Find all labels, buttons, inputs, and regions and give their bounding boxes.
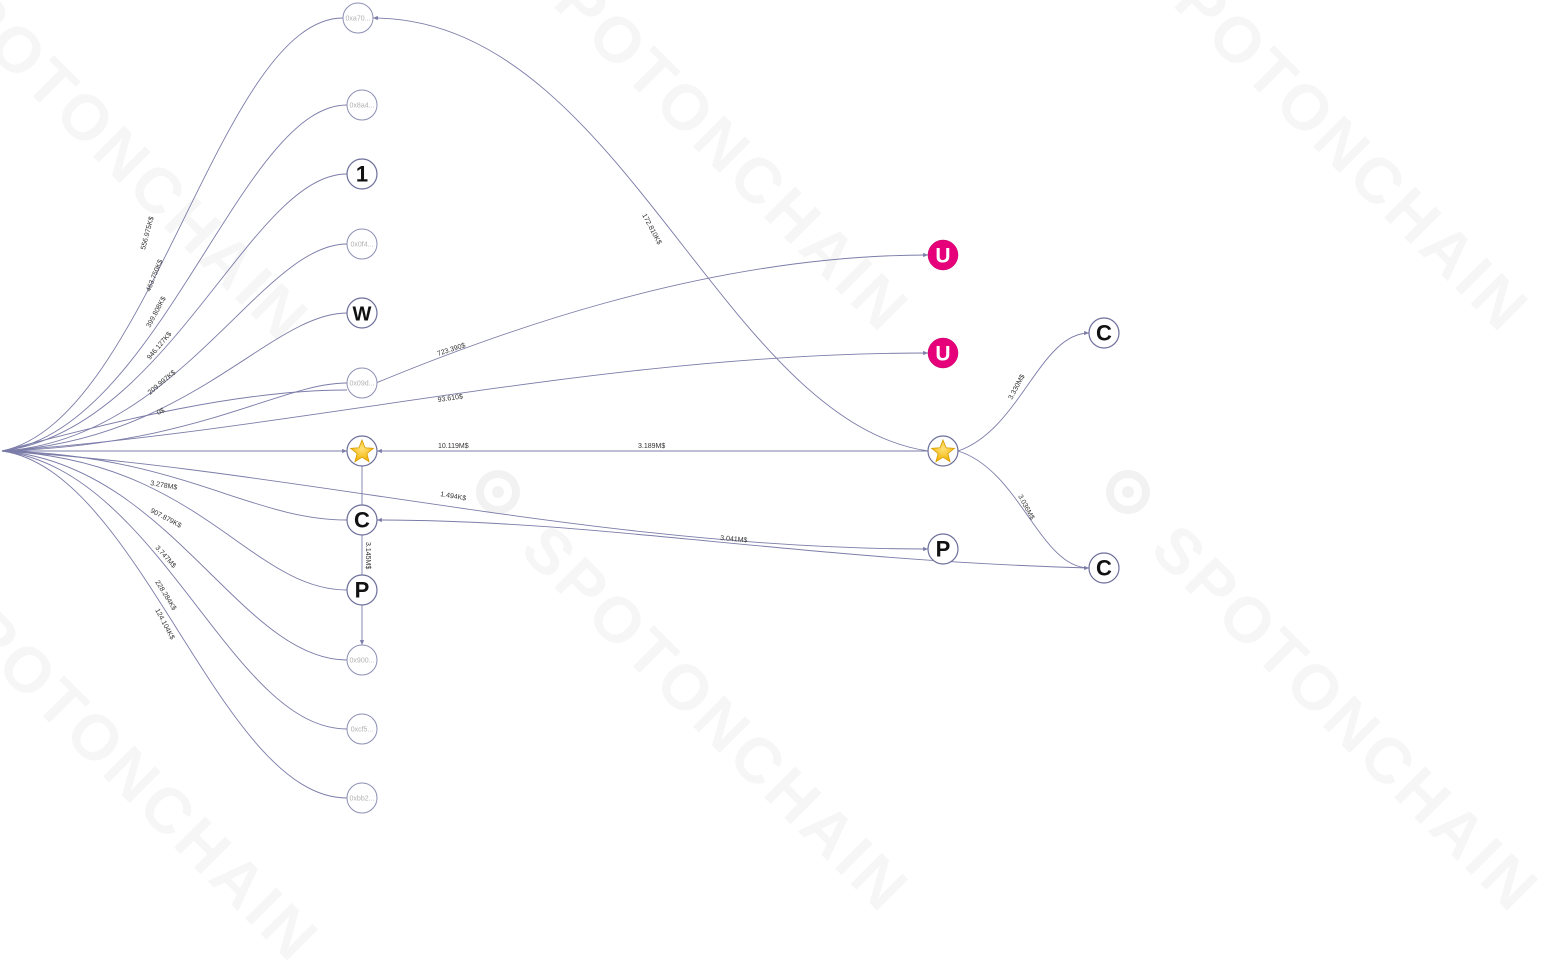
- address-label: 0x900...: [350, 658, 375, 665]
- node-n-star-r[interactable]: [927, 435, 959, 467]
- edge-n_star_r-to-n_c_r1[interactable]: [957, 330, 1090, 452]
- node-n-w[interactable]: W: [346, 297, 378, 329]
- address-label: 0x8a4...: [350, 103, 375, 110]
- edge-amount-label: 3.330M$: [1008, 374, 1027, 401]
- node-n-c-r2[interactable]: C: [1088, 552, 1120, 584]
- node-circle: [346, 367, 378, 399]
- address-label: 0xcf5...: [351, 727, 374, 734]
- edge-n_x09d-to-n_u1[interactable]: [375, 252, 929, 384]
- node-circle: [346, 297, 378, 329]
- node-n-x8a4[interactable]: 0x8a4...: [346, 89, 378, 121]
- node-circle: [346, 782, 378, 814]
- edge-hub-to-n_x09d[interactable]: [1, 389, 348, 452]
- entity-logo-label: C: [354, 508, 370, 533]
- edge-amount-label: 907.879K$: [149, 508, 182, 530]
- address-label: 0xbb2...: [350, 796, 375, 803]
- edge-amount-label: 10.119M$: [438, 443, 469, 450]
- edge-amount-label: 1.494K$: [440, 491, 467, 502]
- edge-hub-to-n_u2[interactable]: [1, 350, 929, 452]
- edge-hub-to-n_x900[interactable]: [1, 450, 348, 661]
- node-n-one[interactable]: 1: [346, 158, 378, 190]
- entity-logo-label: W: [353, 304, 372, 326]
- node-circle: [346, 158, 378, 190]
- node-n-p-l[interactable]: P: [346, 574, 378, 606]
- node-n-p-r[interactable]: P: [927, 533, 959, 565]
- edge-amount-label: 228.284K$: [153, 579, 177, 612]
- edge-amount-label: 3.145M$: [364, 542, 371, 569]
- node-circle: [927, 337, 959, 369]
- edge-amount-label: 209.997K$: [147, 369, 178, 396]
- edge-amount-label: 463.750K$: [145, 259, 164, 293]
- edge-amount-label: 3.041M$: [720, 535, 748, 544]
- node-circle: [346, 574, 378, 606]
- edge-amount-label: 3.036M$: [1016, 494, 1035, 521]
- edge-hub-to-n_p_r[interactable]: [1, 450, 929, 552]
- edge-amount-label: 3.189M$: [638, 443, 665, 450]
- node-circle: [1088, 552, 1120, 584]
- edge-amount-label: 556.975K$: [140, 216, 156, 251]
- node-n-x0f4[interactable]: 0x0f4...: [346, 228, 378, 260]
- edge-hub-to-n_xa70[interactable]: [1, 17, 344, 452]
- entity-logo-label: C: [1096, 556, 1112, 581]
- uniswap-icon: U: [935, 343, 950, 366]
- node-circle: [346, 228, 378, 260]
- edge-amount-label: 723.390$: [436, 342, 466, 358]
- edge-hub-to-n_p_l[interactable]: [1, 450, 348, 591]
- node-n-xa70[interactable]: 0xa70...: [342, 2, 374, 34]
- node-n-c-r1[interactable]: C: [1088, 317, 1120, 349]
- entity-logo-label: P: [936, 537, 951, 562]
- entity-logo-label: P: [355, 578, 370, 603]
- address-label: 0x0f4...: [351, 242, 374, 249]
- node-n-c-l[interactable]: C: [346, 504, 378, 536]
- node-circle: [346, 713, 378, 745]
- node-circle: [346, 89, 378, 121]
- edge-hub-to-n_one[interactable]: [1, 173, 348, 452]
- edge-hub-to-n_xbb2[interactable]: [1, 450, 348, 799]
- edge-hub-to-n_x0f4[interactable]: [1, 243, 348, 452]
- node-n-u1[interactable]: U: [927, 239, 959, 271]
- edge-n_star_r-to-n_xa70[interactable]: [372, 15, 929, 452]
- edge-amount-label: 93.610$: [437, 394, 463, 404]
- edge-amount-label: 399.808K$: [146, 296, 168, 329]
- star-icon: [349, 438, 375, 463]
- node-circle: [927, 239, 959, 271]
- edge-amount-label: 0$: [156, 407, 166, 417]
- edge-hub-to-n_c_l[interactable]: [1, 450, 348, 521]
- node-circle: [342, 2, 374, 34]
- entity-logo-label: 1: [356, 162, 368, 187]
- node-n-xcf5[interactable]: 0xcf5...: [346, 713, 378, 745]
- nodes-layer: 0xa70... 0x8a4... 1 0x0f4... W 0x09d... C P 0x90…: [342, 2, 1120, 814]
- node-circle: [346, 504, 378, 536]
- node-n-x900[interactable]: 0x900...: [346, 644, 378, 676]
- node-n-xbb2[interactable]: 0xbb2...: [346, 782, 378, 814]
- node-circle: [346, 644, 378, 676]
- edge-labels-layer: 556.975K$463.750K$399.808K$946.127K$209.…: [140, 213, 1035, 641]
- node-n-star-l[interactable]: [346, 435, 378, 467]
- edge-hub-to-n_xcf5[interactable]: [1, 450, 348, 730]
- uniswap-icon: U: [935, 245, 950, 268]
- node-circle: [1088, 317, 1120, 349]
- node-n-u2[interactable]: U: [927, 337, 959, 369]
- node-n-x09d[interactable]: 0x09d...: [346, 367, 378, 399]
- address-label: 0x09d...: [350, 381, 375, 388]
- address-label: 0xa70...: [346, 16, 371, 23]
- transaction-flow-graph: 556.975K$463.750K$399.808K$946.127K$209.…: [1, 2, 1120, 814]
- edge-n_star_r-to-n_c_r2[interactable]: [957, 450, 1090, 571]
- edge-hub-to-n_w[interactable]: [1, 312, 348, 452]
- edge-amount-label: 3.278M$: [150, 480, 178, 492]
- edge-amount-label: 124.104K$: [153, 608, 175, 641]
- edge-amount-label: 172.810K$: [640, 213, 662, 246]
- edge-hub-to-n_x09d[interactable]: [1, 382, 348, 452]
- edge-hub-to-n_x8a4[interactable]: [1, 104, 348, 452]
- node-circle: [927, 533, 959, 565]
- star-icon: [930, 438, 956, 463]
- entity-logo-label: C: [1096, 321, 1112, 346]
- edges-layer: [1, 15, 1090, 799]
- edge-n_c_r2-to-n_c_l[interactable]: [376, 517, 1090, 569]
